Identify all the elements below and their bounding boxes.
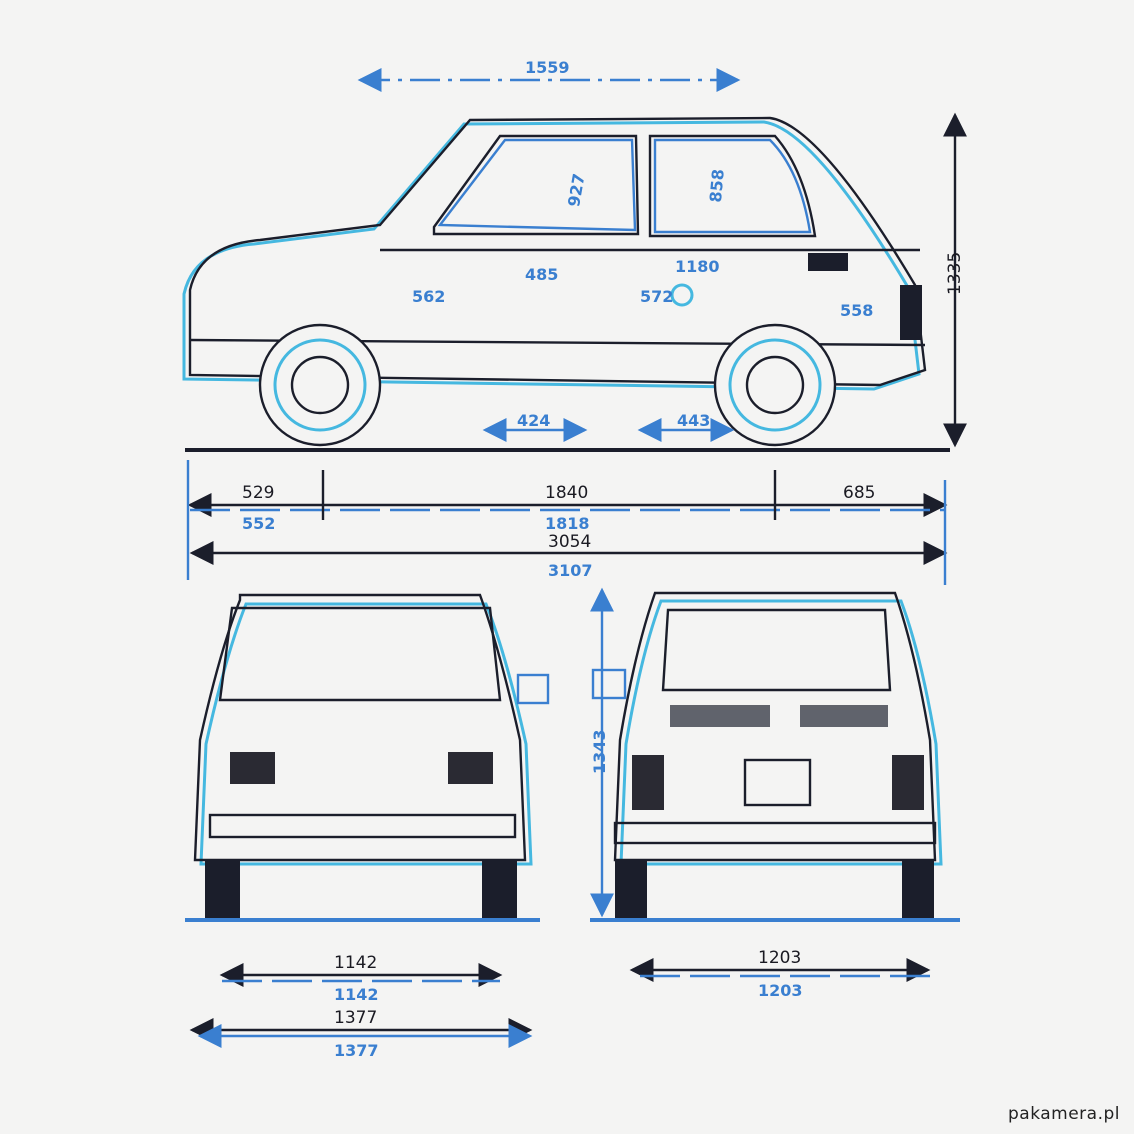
dim-rear-overhang: 685: [843, 483, 875, 503]
rear-view: 1343 1203 1203: [590, 587, 960, 1000]
vent-grille: [808, 253, 848, 271]
dim-top-length: 1559: [525, 58, 570, 77]
headlight-right: [448, 752, 493, 784]
watermark: pakamera.pl: [1007, 1104, 1120, 1124]
side-view: 1559 1335 927 858 1180 485 562 572 558 4…: [182, 58, 967, 585]
dim-floor-rear: 443: [677, 411, 710, 430]
dim-front-track-blue: 1142: [334, 985, 379, 1004]
dim-front-overhang-blue: 552: [242, 514, 275, 533]
dim-rear-height: 1343: [590, 729, 609, 774]
dim-front-diag: 562: [412, 287, 445, 306]
dim-rear-panel: 558: [840, 301, 873, 320]
dim-wheelbase-blue: 1818: [545, 514, 590, 533]
dim-height: 1335: [945, 252, 965, 295]
dim-seat: 485: [525, 265, 558, 284]
headlight-left: [230, 752, 275, 784]
dim-width: 1377: [334, 1008, 377, 1028]
dim-mid: 572: [640, 287, 673, 306]
dim-wheelbase: 1840: [545, 483, 588, 503]
dim-front-track: 1142: [334, 953, 377, 973]
dim-length: 3054: [548, 532, 591, 552]
dim-rear-window: 858: [706, 168, 728, 203]
dim-length-blue: 3107: [548, 561, 593, 580]
dim-width-blue: 1377: [334, 1041, 379, 1060]
dim-interior: 1180: [675, 257, 720, 276]
dim-front-window: 927: [564, 172, 589, 208]
dim-front-overhang: 529: [242, 483, 274, 503]
tail-light: [900, 285, 922, 340]
dim-rear-track-blue: 1203: [758, 981, 803, 1000]
dim-floor-front: 424: [517, 411, 550, 430]
dim-rear-track: 1203: [758, 948, 801, 968]
front-view: 1142 1142 1377 1377: [185, 593, 550, 1060]
